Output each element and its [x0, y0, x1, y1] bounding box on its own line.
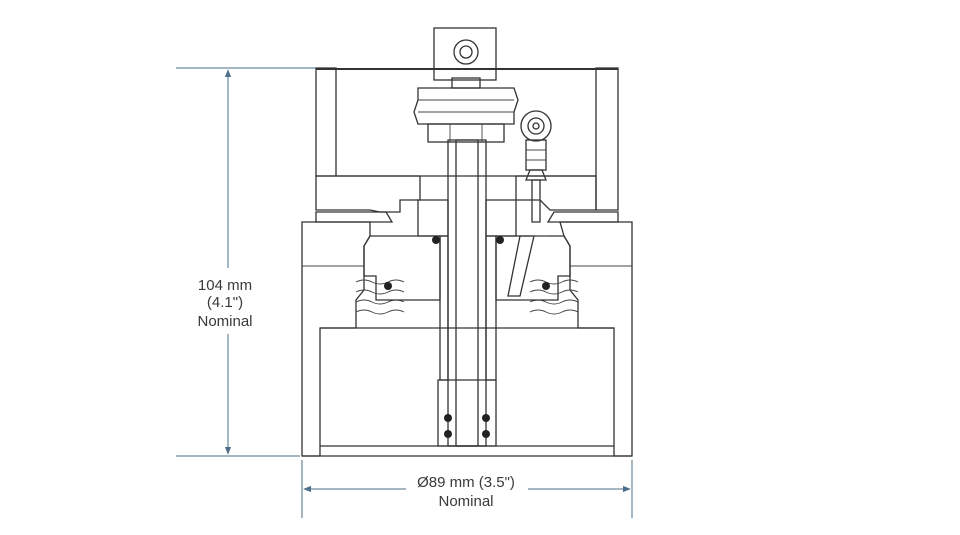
top-fitting: [413, 27, 519, 143]
compression-fitting-body: [433, 27, 497, 81]
upper-cap: [315, 67, 619, 213]
hex-nut: [413, 87, 519, 125]
diameter-nominal-label: Nominal: [438, 493, 493, 510]
height-nominal-label: Nominal: [197, 313, 252, 330]
thread-section: [355, 279, 579, 315]
side-fitting: [507, 110, 552, 297]
packing-right: [495, 235, 571, 301]
side-fitting-head: [520, 110, 552, 142]
central-probe: [384, 139, 550, 447]
packing-left: [363, 235, 441, 301]
lower-housing: [301, 211, 633, 457]
diameter-value-label: Ø89 mm (3.5"): [417, 474, 515, 491]
height-dimension: 104 mm (4.1") Nominal: [176, 67, 316, 457]
height-value-label: 104 mm: [198, 277, 252, 294]
height-imperial-label: (4.1"): [207, 294, 243, 311]
diameter-dimension: Ø89 mm (3.5") Nominal: [301, 460, 633, 518]
